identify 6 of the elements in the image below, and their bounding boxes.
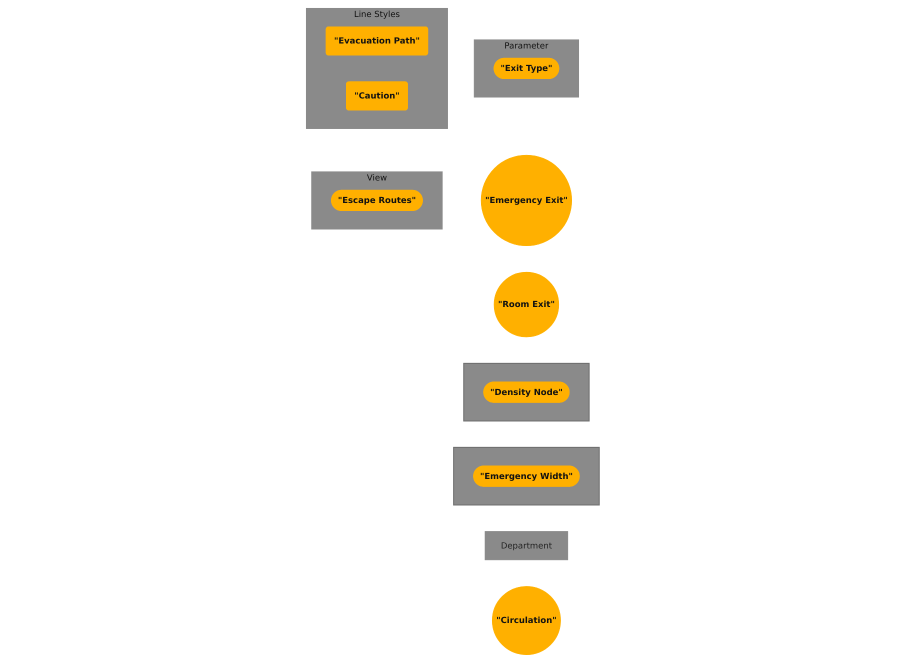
cluster xyxy=(462,362,590,422)
node-circle: "Emergency Exit" xyxy=(480,154,572,246)
node-circle: "Circulation" xyxy=(492,586,561,656)
node-box: Department xyxy=(484,531,568,560)
node-circle: "Room Exit" xyxy=(494,272,559,338)
cluster xyxy=(452,446,600,506)
